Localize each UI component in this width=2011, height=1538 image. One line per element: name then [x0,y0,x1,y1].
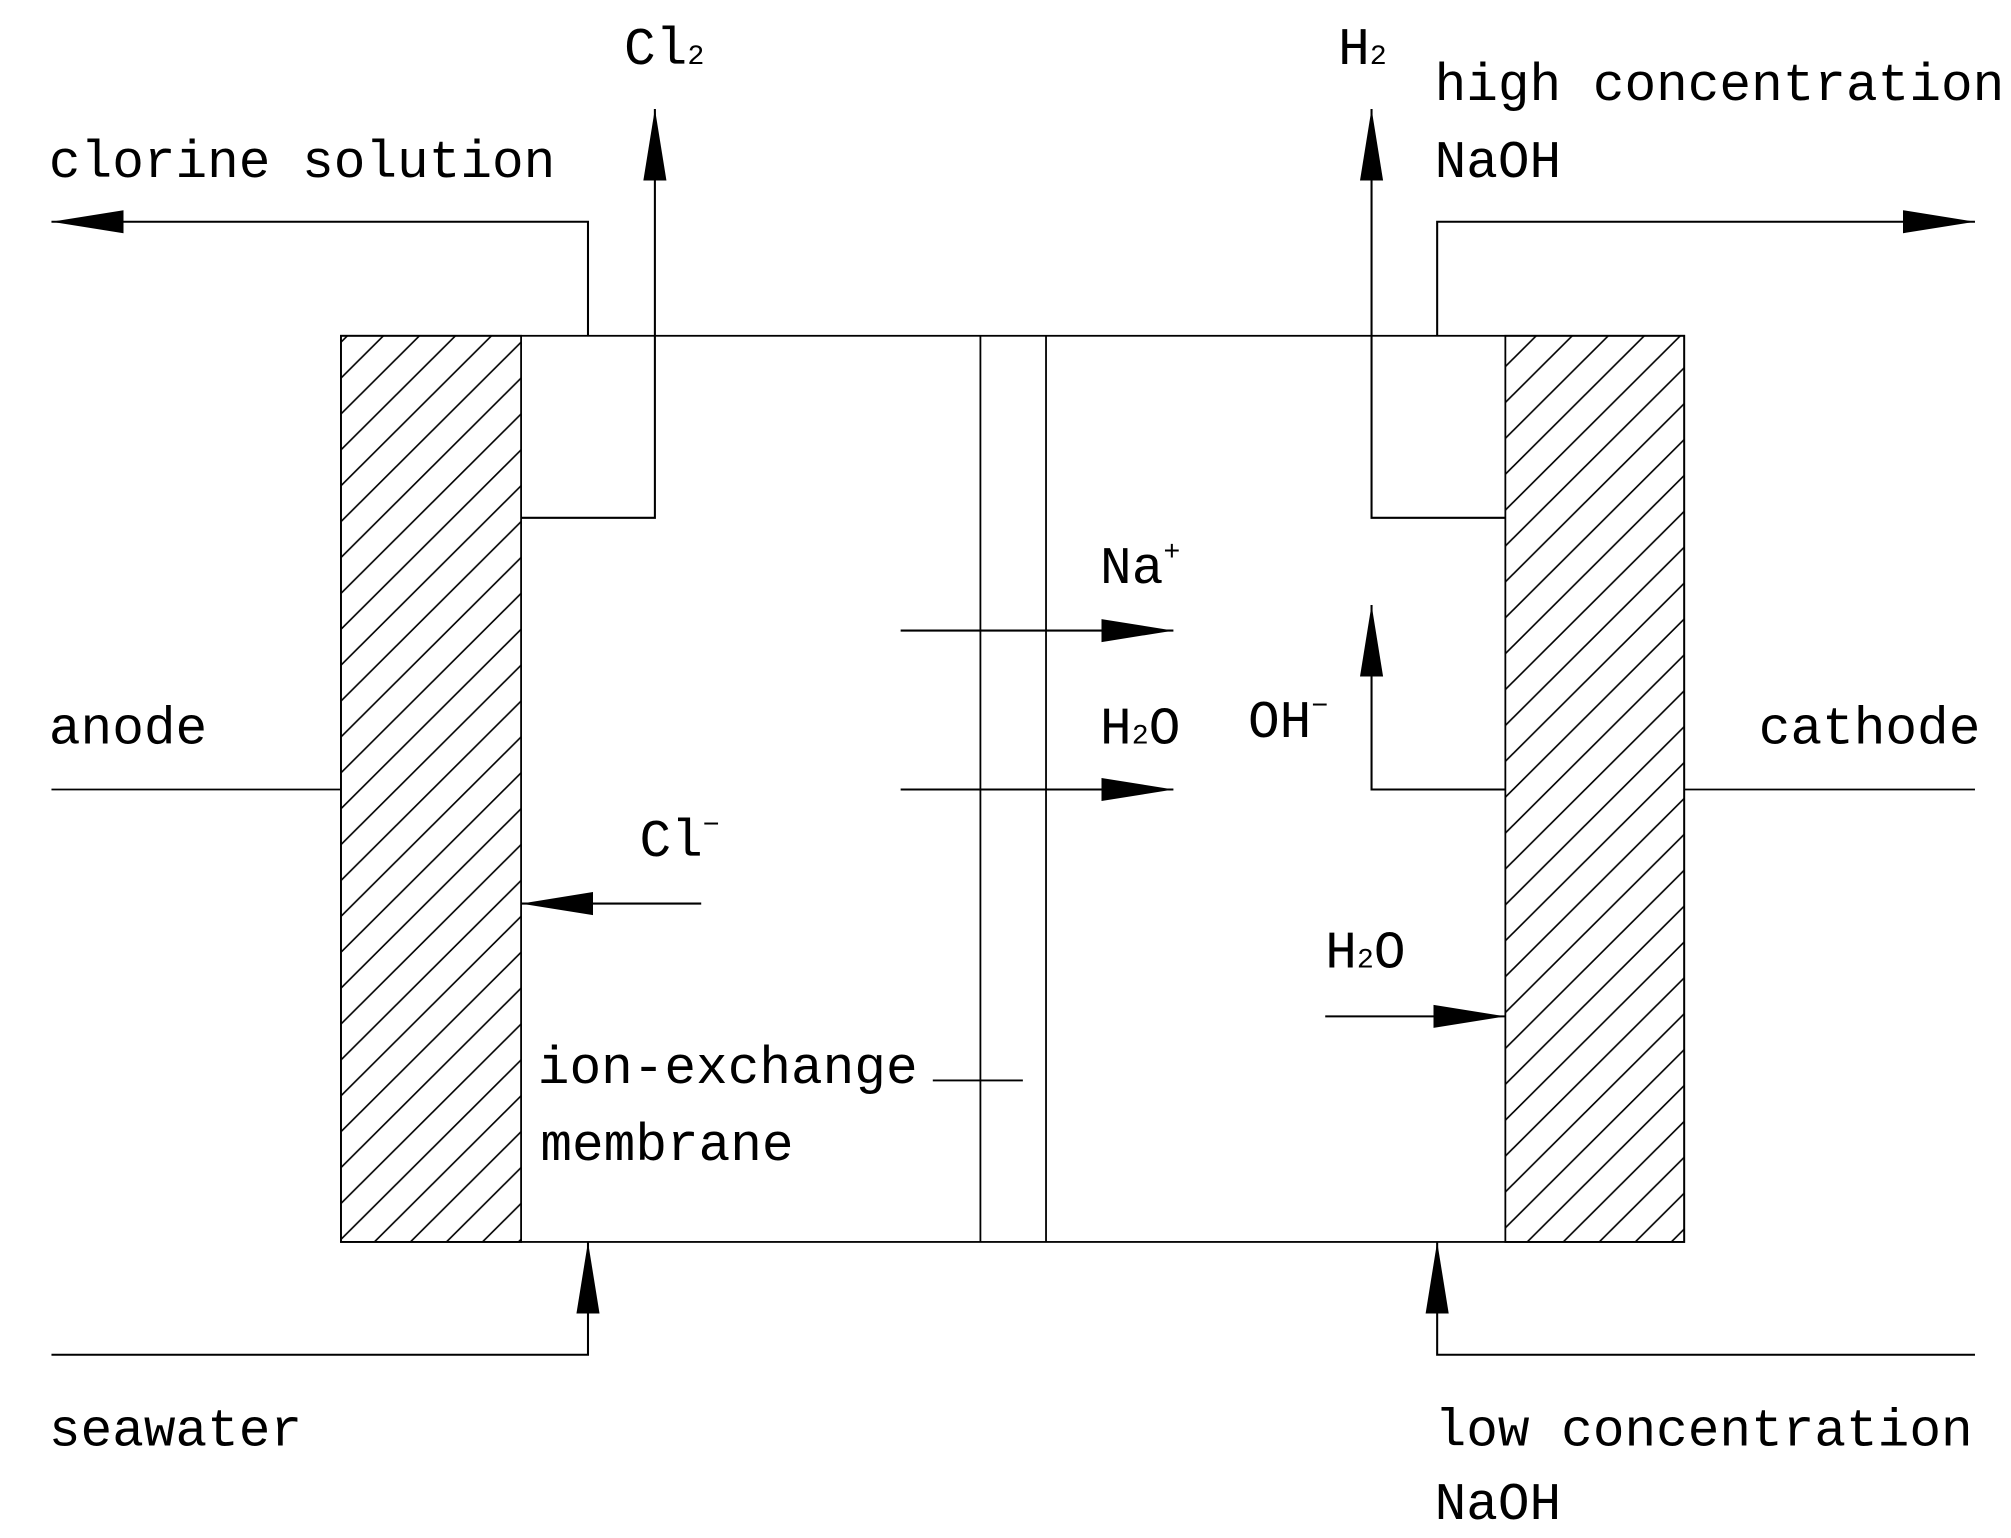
h2o-tail: O [1149,699,1181,759]
chlorine-solution-outlet-arrow [51,210,590,336]
h2o-c-tail: O [1374,924,1406,984]
cl2-base: Cl [624,20,687,80]
low-naoh-label-line2: NaOH [1435,1475,1562,1535]
low-naoh-inlet-arrow [1425,1241,1975,1356]
na-sup: + [1163,537,1180,569]
h2o-c-base: H [1325,924,1357,984]
cl2-sub: 2 [687,41,704,73]
oh-sup: − [1311,691,1328,723]
h2o-base: H [1100,699,1132,759]
oh-base: OH [1248,693,1311,753]
h2-sub: 2 [1370,41,1387,73]
h2o-c-sub: 2 [1357,945,1374,977]
seawater-inlet-arrow [51,1241,600,1356]
na-ion-label: Na+ [1100,537,1180,599]
oh-ion-label: OH− [1248,691,1328,753]
h2o-membrane-label: H2O [1100,699,1180,759]
cl2-label: Cl2 [624,20,704,80]
h2-label: H2 [1338,20,1387,80]
chlorine-solution-label: clorine solution [49,133,555,193]
anode-electrode [340,334,522,1243]
h2o-cathode-label: H2O [1325,924,1405,984]
na-base: Na [1100,539,1163,599]
membrane-label-line1: ion-exchange [538,1039,918,1099]
h2-outlet-arrow [1359,108,1506,519]
high-naoh-label-line2: NaOH [1435,133,1562,193]
low-naoh-label-line1: low concentration [1435,1402,1973,1462]
oh-ion-arrow [1359,604,1506,791]
h2o-sub: 2 [1132,720,1149,752]
membrane-label-line2: membrane [540,1116,793,1176]
h2-base: H [1338,20,1370,80]
seawater-label: seawater [49,1402,302,1462]
cathode-electrode [1504,334,1686,1243]
cl2-outlet-arrow [521,108,667,519]
cathode-label: cathode [1759,699,1981,759]
anode-label: anode [49,699,207,759]
high-naoh-outlet-arrow [1436,210,1975,336]
cl-sup: − [703,810,720,842]
high-naoh-label-line1: high concentration [1435,56,2005,116]
cl-ion-label: Cl− [639,810,719,872]
cl-base: Cl [639,812,702,872]
